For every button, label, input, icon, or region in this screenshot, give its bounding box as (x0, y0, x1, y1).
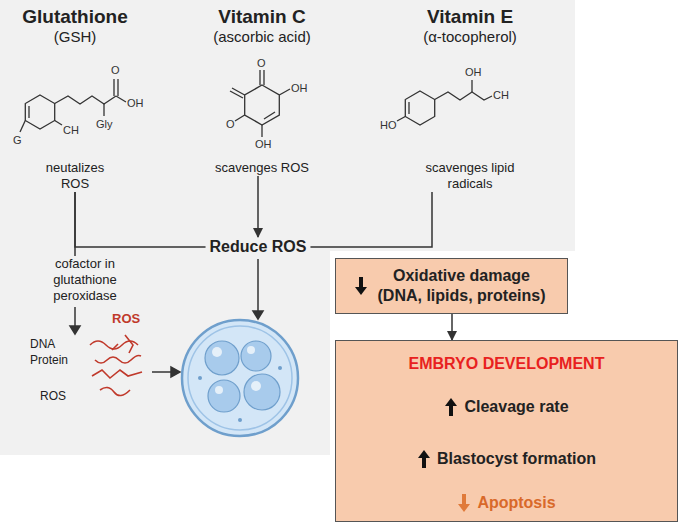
outcome-title: EMBRYO DEVELOPMENT (336, 355, 677, 373)
junction-label: Reduce ROS (206, 237, 311, 257)
outcome-box: EMBRYO DEVELOPMENT Cleavage rateBlastocys… (335, 340, 678, 522)
atom-label: OH (291, 82, 308, 94)
atom-label: CH (493, 89, 509, 101)
antioxidant-column: Vitamin E(α-tocopherol) scavenges lipid r… (395, 6, 545, 192)
connector (75, 192, 206, 247)
connector (257, 176, 259, 237)
compound-subtitle: (GSH) (0, 28, 150, 46)
ascorbic-acid-structure (230, 70, 290, 137)
trend-arrow (417, 449, 431, 469)
action-text: scavenges lipid radicals (410, 160, 530, 192)
effect-text: Oxidative damage (DNA, lipids, proteins) (374, 266, 550, 306)
antioxidant-column: Vitamin C(ascorbic acid) scavenges ROS (187, 6, 337, 176)
action-text: scavenges ROS (192, 160, 332, 176)
trend-arrow (354, 276, 368, 296)
tocopherol-structure (397, 80, 492, 125)
action-text: neutalizes ROS (35, 160, 115, 192)
connector (310, 192, 432, 247)
outcome-item: Blastocyst formation (437, 449, 596, 469)
illustration-label: DNA (30, 338, 55, 351)
atom-label: CH (63, 124, 79, 136)
compound-subtitle: (ascorbic acid) (187, 28, 337, 46)
outcome-item: Apoptosis (477, 493, 555, 513)
atom-label: O (257, 57, 266, 69)
atom-label: OH (465, 66, 482, 78)
embryo (182, 320, 298, 436)
damaged-dna-protein (90, 335, 142, 396)
trend-arrow (457, 493, 471, 513)
atom-label: Gly (96, 118, 113, 130)
compound-name: Vitamin E (395, 6, 545, 28)
note-text: cofactor in glutathione peroxidase (40, 256, 130, 304)
atom-label: OH (127, 97, 144, 109)
atom-label: O (226, 118, 235, 130)
compound-subtitle: (α-tocopherol) (395, 28, 545, 46)
atom-label: G (13, 134, 22, 146)
illustration-label: ROS (40, 390, 66, 403)
cofactor-note: cofactor in glutathione peroxidase (40, 256, 130, 304)
effect-box: Oxidative damage (DNA, lipids, proteins) (335, 258, 568, 314)
outcome-item: Cleavage rate (464, 397, 568, 417)
atom-label: O (111, 64, 120, 76)
atom-label: OH (255, 138, 272, 150)
illustration-label: ROS (112, 312, 140, 326)
atom-label: HO (380, 119, 397, 131)
connector (74, 192, 76, 256)
connector (451, 314, 453, 340)
illustration-label: Protein (30, 354, 68, 367)
compound-name: Glutathione (0, 6, 150, 28)
junction-text: Reduce ROS (210, 237, 307, 257)
compound-name: Vitamin C (187, 6, 337, 28)
trend-arrow (444, 397, 458, 417)
